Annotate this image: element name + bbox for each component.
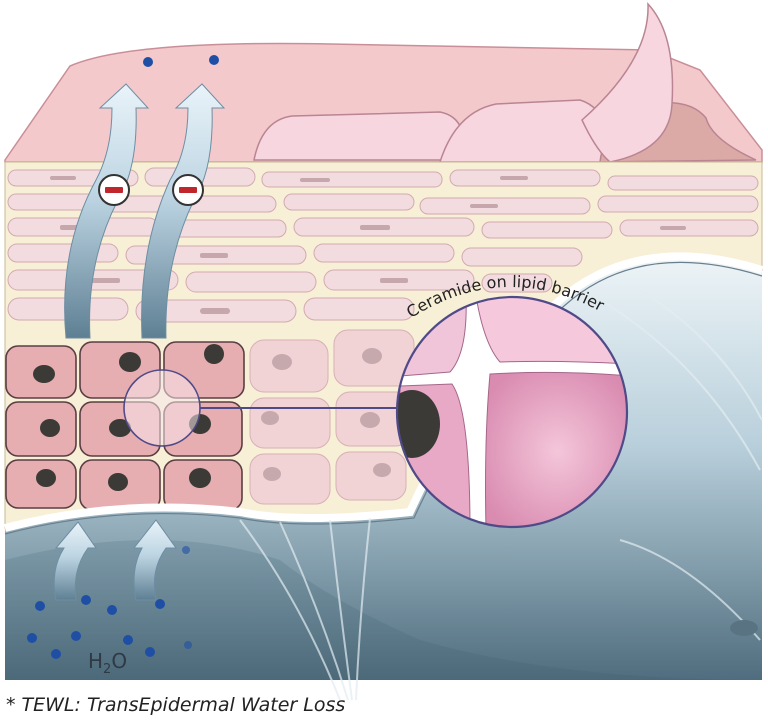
corneocyte-flake-1	[253, 111, 465, 161]
upward-arrow-4	[132, 519, 177, 601]
upward-arrow-1	[64, 83, 150, 339]
minus-badge-2	[172, 174, 204, 206]
water-molecules	[27, 55, 219, 659]
upward-arrow-2	[141, 83, 226, 339]
tewl-arrows	[53, 83, 226, 601]
basement-membrane	[3, 252, 764, 532]
dermis-lower	[5, 540, 762, 680]
footnote: * TEWL: TransEpidermal Water Loss	[6, 694, 346, 716]
dermal-fibres	[239, 289, 763, 701]
minus-badge-1	[98, 174, 130, 206]
spinous-nuclei	[261, 348, 391, 481]
dermal-cell	[730, 620, 758, 636]
peeling-flake-curl	[581, 2, 674, 163]
flattened-cell-nuclei	[50, 176, 686, 314]
water-label: H2O	[88, 649, 127, 677]
zoom-circle	[395, 295, 629, 529]
upward-arrow-3	[53, 521, 97, 601]
basement-membrane-outline	[4, 261, 763, 535]
magnify-source-circle	[123, 369, 201, 447]
